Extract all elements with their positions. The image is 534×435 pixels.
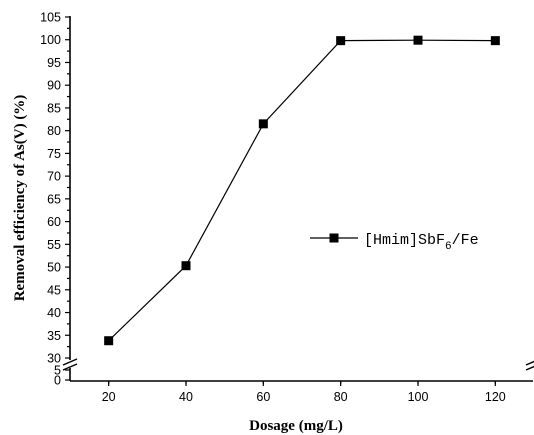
legend-label-subscript: 6 xyxy=(445,241,452,253)
axis-break-gap xyxy=(63,360,77,368)
x-tick-label-60: 60 xyxy=(256,390,270,404)
axes-layer xyxy=(69,16,533,382)
y-tick-label-30: 30 xyxy=(47,352,61,366)
y-tick-label-45: 45 xyxy=(47,283,61,297)
y-tick-label-100: 100 xyxy=(40,33,61,47)
y-tick-label-75: 75 xyxy=(47,147,61,161)
axis-break-layer xyxy=(62,358,534,371)
y-tick-label-65: 65 xyxy=(47,192,61,206)
data-point-120 xyxy=(490,36,500,46)
data-point-100 xyxy=(413,35,423,45)
data-point-20 xyxy=(104,336,114,346)
x-tick-label-100: 100 xyxy=(408,390,429,404)
axis-break-slash-upper xyxy=(525,360,534,366)
series-line xyxy=(108,39,496,342)
data-point-40 xyxy=(181,261,191,271)
series-layer xyxy=(104,35,500,346)
y-axis-title: Removal efficiency of As(V) (%) xyxy=(12,95,28,302)
y-tick-label-40: 40 xyxy=(47,306,61,320)
x-tick-label-40: 40 xyxy=(179,390,193,404)
legend-label-prefix: [Hmim]SbF xyxy=(364,232,445,249)
data-point-80 xyxy=(336,36,346,46)
data-point-60 xyxy=(258,119,268,129)
y-tick-label-50: 50 xyxy=(47,261,61,275)
axis-break-slash-lower xyxy=(62,363,78,371)
axis-break-slash-lower xyxy=(525,365,534,371)
y-tick-label-70: 70 xyxy=(47,170,61,184)
x-tick-label-20: 20 xyxy=(102,390,116,404)
legend-marker-square xyxy=(329,233,339,243)
legend-label-suffix: /Fe xyxy=(452,232,479,249)
y-tick-label-0: 0 xyxy=(54,374,61,388)
axis-break-slash-upper xyxy=(62,358,78,366)
y-tick-label-55: 55 xyxy=(47,238,61,252)
legend-entry-label: [Hmim]SbF6/Fe xyxy=(364,232,479,253)
y-tick-label-85: 85 xyxy=(47,101,61,115)
y-tick-label-90: 90 xyxy=(47,79,61,93)
x-axis-title: Dosage (mg/L) xyxy=(249,418,343,434)
y-tick-label-105: 105 xyxy=(40,11,61,25)
x-tick-label-80: 80 xyxy=(334,390,348,404)
x-tick-label-120: 120 xyxy=(485,390,506,404)
y-tick-label-80: 80 xyxy=(47,124,61,138)
legend: [Hmim]SbF6/Fe xyxy=(310,232,479,253)
y-tick-label-95: 95 xyxy=(47,56,61,70)
y-tick-label-5: 5 xyxy=(54,364,61,378)
y-tick-label-60: 60 xyxy=(47,215,61,229)
y-tick-label-35: 35 xyxy=(47,329,61,343)
